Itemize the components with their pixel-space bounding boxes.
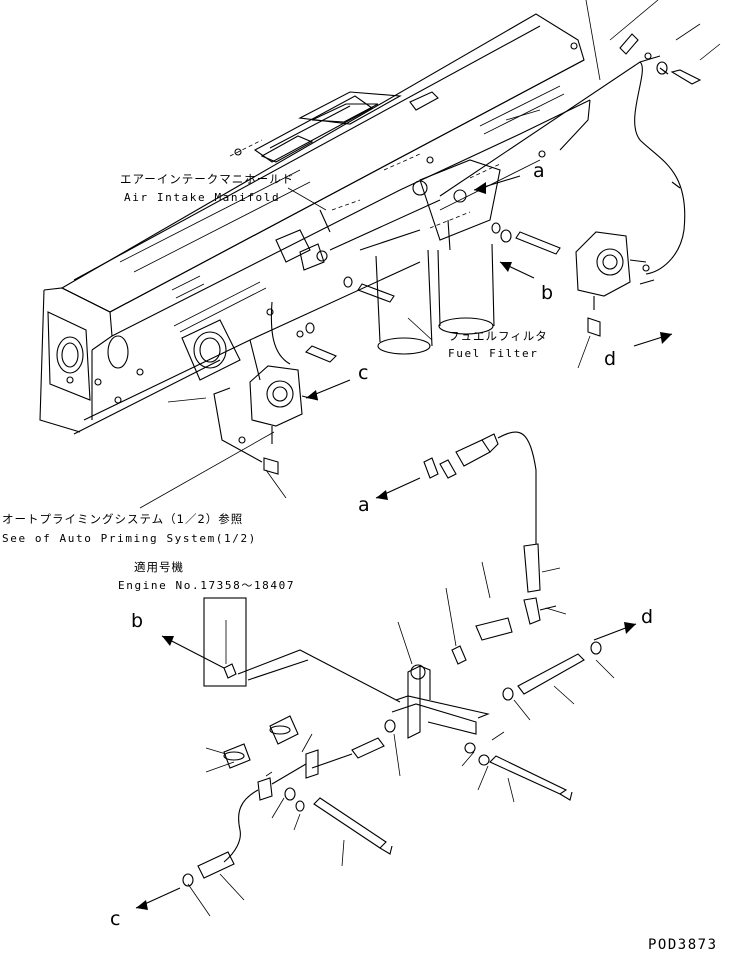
lower-fuel-line-assembly-drawing [182,431,602,887]
auto-priming-reference-en: See of Auto Priming System(1/2) [2,532,257,545]
fuel-filter-label-jp: フュエルフィルタ [448,329,548,343]
engine-number-range: Engine No.17358～18407 [118,579,296,592]
air-intake-manifold-drawing [39,13,591,435]
callout-a-bottom: a [358,494,370,516]
leader-lines [139,0,721,917]
air-intake-manifold-label-jp: エアーインテークマニホールド [120,172,295,186]
auto-priming-reference-jp: オートプライミングシステム（1／2）参照 [2,512,244,526]
serial-applicability-label-jp: 適用号機 [134,560,184,574]
callout-a-top: a [533,160,545,182]
engine-number-box [203,597,247,687]
callout-arrows [135,175,673,910]
priming-pump-left-drawing [213,365,319,475]
drawing-code: POD3873 [648,937,718,953]
callout-c-top: c [358,362,369,384]
top-wiring-drawing [270,33,686,365]
callout-d-top: d [604,348,617,370]
callout-c-bottom: c [110,908,121,930]
priming-pump-right-drawing [575,231,655,337]
upper-hardware-drawing [305,52,702,363]
fuel-filter-drawing [359,159,501,355]
fuel-filter-label-en: Fuel Filter [448,347,539,360]
callout-b-top: b [541,282,554,304]
callout-b-bottom: b [131,610,144,632]
air-intake-manifold-label-en: Air Intake Manifold [124,191,281,204]
callout-d-bottom: d [641,606,654,628]
